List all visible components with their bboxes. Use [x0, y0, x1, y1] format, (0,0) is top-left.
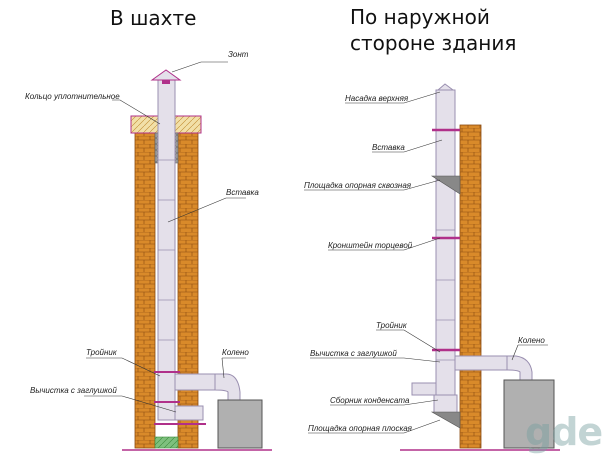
right-elbow: [506, 355, 533, 381]
right-top-nozzle: [436, 83, 455, 91]
left-boiler: [217, 399, 263, 449]
label-right-condensate: Сборник конденсата: [330, 396, 410, 405]
left-tee-branch: [174, 373, 216, 391]
right-tee-branch: [454, 355, 508, 371]
left-shaft-wall-right: [177, 132, 199, 449]
left-cleanout: [174, 405, 204, 421]
right-title: По наружной стороне здания: [350, 4, 516, 56]
left-title: В шахте: [110, 6, 197, 30]
label-left-cleanout: Вычистка с заглушкой: [30, 386, 117, 395]
left-elbow: [214, 373, 241, 401]
label-right-cleanout: Вычистка с заглушкой: [310, 349, 397, 358]
label-right-elbow: Колено: [518, 336, 545, 345]
right-support-flat: [430, 411, 461, 429]
label-right-bracket: Кронштейн торцевой: [328, 241, 413, 250]
label-left-ring: Кольцо уплотнительное: [25, 92, 120, 101]
label-right-tee: Тройник: [376, 321, 407, 330]
label-left-zont: Зонт: [228, 50, 249, 59]
label-right-support-through: Площадка опорная сквозная: [304, 181, 412, 190]
right-building-wall: [459, 124, 482, 449]
label-left-elbow: Колено: [222, 348, 249, 357]
right-condensate-collector: [433, 394, 458, 414]
label-right-insert: Вставка: [372, 143, 405, 152]
right-title-line2: стороне здания: [350, 31, 517, 55]
label-right-support-flat: Площадка опорная плоская: [308, 424, 412, 433]
right-flue-pipe: [435, 89, 456, 414]
right-boiler: [503, 379, 555, 449]
left-umbrella-cap: [150, 69, 182, 81]
label-right-top-nozzle: Насадка верхняя: [345, 94, 409, 103]
left-shaft-group: [84, 61, 272, 451]
watermark-logo: gde: [525, 410, 603, 454]
left-shaft-base: [154, 436, 179, 449]
right-wall-group: [304, 83, 560, 451]
label-left-tee: Тройник: [86, 348, 117, 357]
label-left-insert: Вставка: [226, 188, 259, 197]
right-cleanout: [411, 382, 437, 396]
right-title-line1: По наружной: [350, 5, 490, 29]
